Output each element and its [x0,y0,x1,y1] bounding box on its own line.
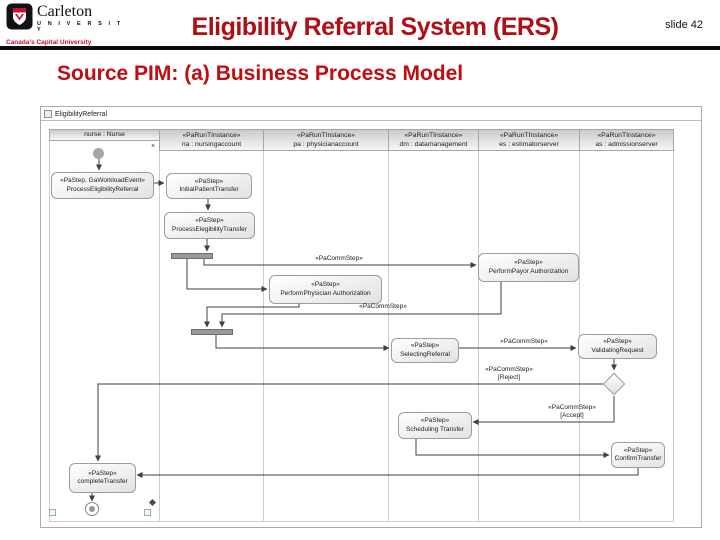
lane-divider-1 [159,129,160,521]
lane-header-nurse[interactable]: nurse : Nurse [49,129,160,141]
edge-physician-auth-to-join [204,303,300,328]
edge-reject-to-complete-transfer [95,383,603,462]
node-initial-patient-transfer[interactable]: «PaStep» InitialPatientTransfer [166,173,252,199]
annotation-marker-right-icon [144,509,151,516]
node-selecting-referral[interactable]: «PaStep» SelectingReferral [391,338,459,363]
node-process-elegibility-transfer[interactable]: «PaStep» ProcessElegibilityTransfer [164,212,255,239]
lane-border-left [49,129,50,521]
node-perform-payor-authorization[interactable]: «PaStep» PerformPayor Authorization [478,253,579,282]
lane-divider-2 [263,129,264,521]
node-confirm-transfer[interactable]: «PaStep» ConfirmTransfer [611,442,665,468]
lane-divider-5 [579,129,580,521]
node-validating-request[interactable]: «PaStep» ValidatingRequest [578,334,657,359]
edge-fork-to-physician-auth [186,259,268,292]
header-divider-rule [0,46,720,50]
tab-eligibility-referral[interactable]: EligibilityReferral [44,109,107,119]
join-bar[interactable] [191,329,233,335]
node-scheduling-transfer[interactable]: «PaStep» Scheduling Transfer [398,412,472,439]
lane-divider-3 [388,129,389,521]
tab-label: EligibilityReferral [55,110,108,118]
activity-diagram-panel: EligibilityReferral nurse : Nurse «PaRun… [40,106,702,528]
lane-header-admissionserver[interactable]: «PaRunTInstance» as : admissionserver [579,129,674,151]
collapse-marker-icon[interactable]: × [151,143,156,150]
carleton-shield-icon [6,3,33,36]
lane-header-nursingaccount[interactable]: «PaRunTInstance» na : nursingaccount [159,129,264,151]
edge-label-pacommstep-payor: «PaCommStep» [315,255,363,262]
tab-underline [41,120,701,121]
lane-header-physicianaccount[interactable]: «PaRunTInstance» pa : physicianaccount [263,129,389,151]
annotation-marker-left-icon [49,509,56,516]
annotation-flag-icon [148,498,157,507]
fork-bar[interactable] [171,253,213,259]
carleton-university-logo: Carleton U N I V E R S I T Y Canada's Ca… [6,3,126,46]
slide-subtitle: Source PIM: (a) Business Process Model [57,62,464,85]
node-perform-physician-authorization[interactable]: «PaStep» PerformPhysician Authorization [269,275,382,304]
edge-label-accept: «PaCommStep» [Accept] [548,404,596,420]
node-complete-transfer[interactable]: «PaStep» completeTransfer [69,463,136,493]
edge-label-pacommstep-join: «PaCommStep» [359,303,407,310]
final-node[interactable] [85,502,99,516]
lane-border-right [673,129,674,521]
node-process-eligibility-referral[interactable]: «PaStep, GaWorkloadEvent» ProcessEligibi… [51,172,154,199]
decision-diamond[interactable] [602,372,626,396]
edge-label-pacommstep-validating: «PaCommStep» [500,338,548,345]
lane-header-estimatorserver[interactable]: «PaRunTInstance» es : estimatorserver [478,129,580,151]
final-node-core [89,506,95,512]
lane-header-datamanagement[interactable]: «PaRunTInstance» dm : datamanagement [388,129,479,151]
slide-number: slide 42 [665,19,703,31]
lane-divider-4 [478,129,479,521]
slide-title: Eligibility Referral System (ERS) [191,13,559,41]
logo-tagline: Canada's Capital University [6,39,92,46]
logo-wordmark: Carleton [37,3,93,20]
edge-join-to-selecting-referral [215,335,390,351]
edge-scheduling-to-confirm [415,438,610,458]
edges-layer [89,159,639,502]
initial-node[interactable] [93,148,104,159]
logo-university-label: U N I V E R S I T Y [37,21,123,33]
activity-diagram-icon [44,110,52,118]
lane-border-bottom [49,521,674,522]
edge-label-reject: «PaCommStep» [Reject] [485,366,533,382]
